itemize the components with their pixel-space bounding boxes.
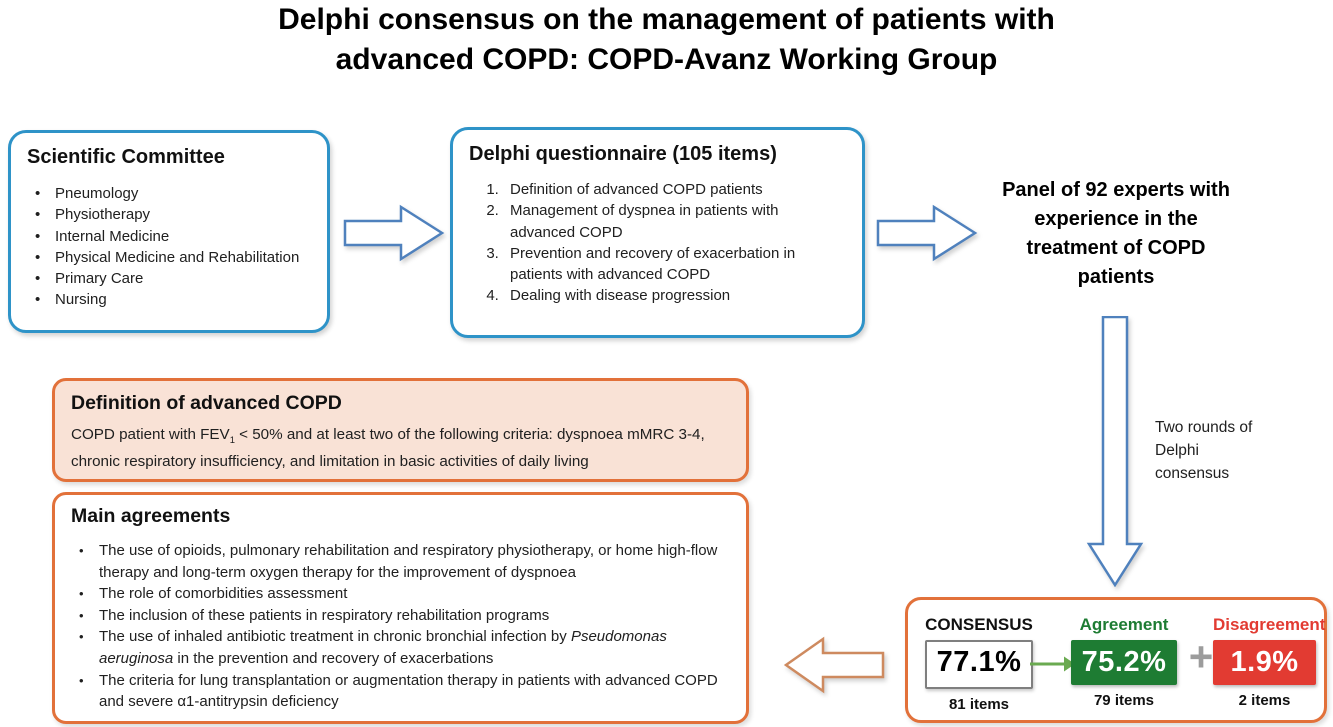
- flow-arrow-left-icon: [783, 636, 885, 694]
- agreement-value: 75.2%: [1071, 640, 1177, 685]
- definition-title: Definition of advanced COPD: [71, 392, 342, 414]
- panel-of-experts-text: Panel of 92 experts with experience in t…: [1002, 179, 1230, 288]
- agreement-item-italic: Pseudomonas aeruginosa: [99, 628, 667, 667]
- plus-sign: +: [1188, 633, 1214, 680]
- main-agreements-box: Main agreements The use of opioids, pulm…: [52, 492, 749, 724]
- consensus-to-agreement-arrow-icon: [1030, 656, 1075, 672]
- scientific-committee-box: Scientific Committee Pneumology Physioth…: [8, 130, 330, 333]
- definition-body-post: < 50% and at least two of the following …: [71, 426, 705, 471]
- agreement-label: Agreement: [1079, 615, 1169, 634]
- list-item: Physical Medicine and Rehabilitation: [27, 247, 311, 269]
- list-item: Dealing with disease progression: [503, 285, 846, 306]
- list-item: Prevention and recovery of exacerbation …: [503, 243, 846, 286]
- disagreement-column: Disagreement 1.9% 2 items: [1213, 615, 1326, 709]
- rounds-note: Two rounds of Delphi consensus: [1155, 419, 1253, 482]
- list-item: Nursing: [27, 289, 311, 311]
- list-item: The role of comorbidities assessment: [71, 583, 730, 605]
- consensus-column: CONSENSUS 77.1% 81 items: [925, 615, 1033, 713]
- scientific-committee-list: Pneumology Physiotherapy Internal Medici…: [27, 183, 311, 311]
- list-item: The use of opioids, pulmonary rehabilita…: [71, 540, 730, 583]
- main-agreements-list: The use of opioids, pulmonary rehabilita…: [71, 540, 730, 713]
- disagreement-label: Disagreement: [1213, 615, 1326, 634]
- agreement-items-count: 79 items: [1093, 692, 1155, 709]
- scientific-committee-title: Scientific Committee: [27, 146, 225, 168]
- flow-arrow-down-icon: [1086, 316, 1144, 587]
- flow-arrow-right-icon: [343, 204, 445, 262]
- flow-arrow-right-icon: [876, 204, 978, 262]
- list-item: Physiotherapy: [27, 204, 311, 226]
- delphi-questionnaire-box: Delphi questionnaire (105 items) Definit…: [450, 127, 865, 338]
- main-agreements-title: Main agreements: [71, 505, 231, 527]
- consensus-items-count: 81 items: [948, 696, 1010, 713]
- page-title: Delphi consensus on the management of pa…: [278, 3, 1055, 76]
- questionnaire-list: Definition of advanced COPD patients Man…: [469, 179, 846, 307]
- disagreement-items-count: 2 items: [1238, 692, 1291, 709]
- disagreement-value: 1.9%: [1213, 640, 1316, 685]
- consensus-summary-box: CONSENSUS 77.1% 81 items Agreement 75.2%…: [905, 597, 1327, 723]
- definition-body: COPD patient with FEV1 < 50% and at leas…: [71, 424, 730, 473]
- agreement-item-pre: The use of inhaled antibiotic treatment …: [99, 628, 571, 646]
- list-item: Pneumology: [27, 183, 311, 205]
- list-item: Management of dyspnea in patients with a…: [503, 200, 846, 243]
- list-item: Internal Medicine: [27, 226, 311, 248]
- list-item: The criteria for lung transplantation or…: [71, 670, 730, 713]
- consensus-label: CONSENSUS: [925, 615, 1033, 634]
- agreement-item-post: in the prevention and recovery of exacer…: [173, 649, 494, 667]
- definition-body-pre: COPD patient with FEV: [71, 426, 230, 443]
- agreement-column: Agreement 75.2% 79 items: [1071, 615, 1177, 709]
- fev-subscript: 1: [229, 434, 235, 446]
- list-item: The inclusion of these patients in respi…: [71, 605, 730, 627]
- definition-box: Definition of advanced COPD COPD patient…: [52, 378, 749, 482]
- delphi-questionnaire-title: Delphi questionnaire (105 items): [469, 143, 777, 165]
- list-item: Primary Care: [27, 268, 311, 290]
- list-item: The use of inhaled antibiotic treatment …: [71, 626, 730, 669]
- list-item: Definition of advanced COPD patients: [503, 179, 846, 200]
- consensus-value: 77.1%: [925, 640, 1033, 689]
